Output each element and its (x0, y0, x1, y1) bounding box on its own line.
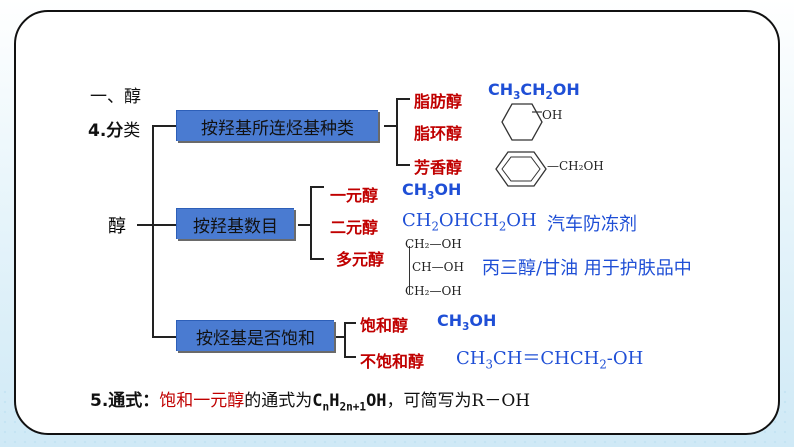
formula-ethanol: CH3CH2OH (488, 80, 580, 103)
note-glycerol: 丙三醇/甘油 用于护肤品中 (482, 258, 692, 279)
group-box-hydrocarbon-type: 按羟基所连烃基种类 (176, 110, 378, 141)
item-dihydric-alcohol: 二元醇 (330, 218, 379, 237)
section-heading: 一、醇 (90, 87, 141, 107)
formula-ethylene-glycol: CH2OHCH2OH (402, 210, 537, 234)
g1-tick-1 (396, 98, 410, 100)
general-formula-line: 5.通式：饱和一元醇的通式为CnH2n+1OH，可简写为R－OH (90, 391, 531, 414)
item-aromatic-alcohol: 芳香醇 (414, 158, 463, 177)
branch-2 (152, 224, 176, 226)
content-card (14, 10, 780, 435)
cyclohexanol-oh: OH (542, 108, 563, 122)
item-alicyclic-alcohol: 脂环醇 (414, 124, 463, 143)
classify-label: 4.分类 (88, 121, 141, 141)
g1-tick-2 (396, 164, 410, 166)
main-trunk (152, 125, 154, 337)
g3-tick-1 (344, 322, 356, 324)
cyclohexanol-ring (501, 103, 543, 141)
root-label: 醇 (108, 216, 126, 237)
item-monohydric-alcohol: 一元醇 (330, 186, 379, 205)
formula-methanol-2: CH3OH (437, 311, 497, 334)
formula-allyl-alcohol: CH3CH＝CHCH2-OH (456, 348, 644, 372)
formula-methanol-1: CH3OH (402, 180, 462, 203)
group-box-saturation: 按烃基是否饱和 (176, 320, 334, 351)
group-box-hydroxyl-count: 按羟基数目 (176, 208, 294, 239)
g1-bracket (396, 98, 398, 164)
root-connector (137, 224, 153, 226)
g2-bracket (310, 186, 312, 258)
g3-tick-2 (344, 356, 356, 358)
benzene-ring (495, 151, 547, 187)
note-antifreeze: 汽车防冻剂 (547, 214, 637, 235)
item-unsaturated-alcohol: 不饱和醇 (360, 352, 425, 371)
g1-connector (384, 125, 396, 127)
glycerol-row-2: CH—OH (412, 260, 464, 274)
item-polyhydric-alcohol: 多元醇 (336, 250, 385, 269)
branch-1 (152, 125, 176, 127)
item-aliphatic-alcohol: 脂肪醇 (414, 92, 463, 111)
branch-3 (152, 336, 176, 338)
g2-connector (298, 224, 310, 226)
g2-tick-2 (310, 258, 324, 260)
item-saturated-alcohol: 饱和醇 (360, 316, 409, 335)
glycerol-row-1: CH₂—OH (405, 237, 462, 251)
glycerol-bond-line (409, 246, 411, 294)
g3-connector (336, 336, 344, 338)
g2-tick-1 (310, 186, 324, 188)
benzyl-ch2oh: —CH₂OH (547, 159, 604, 173)
glycerol-row-3: CH₂—OH (405, 284, 462, 298)
g3-bracket (344, 322, 346, 356)
